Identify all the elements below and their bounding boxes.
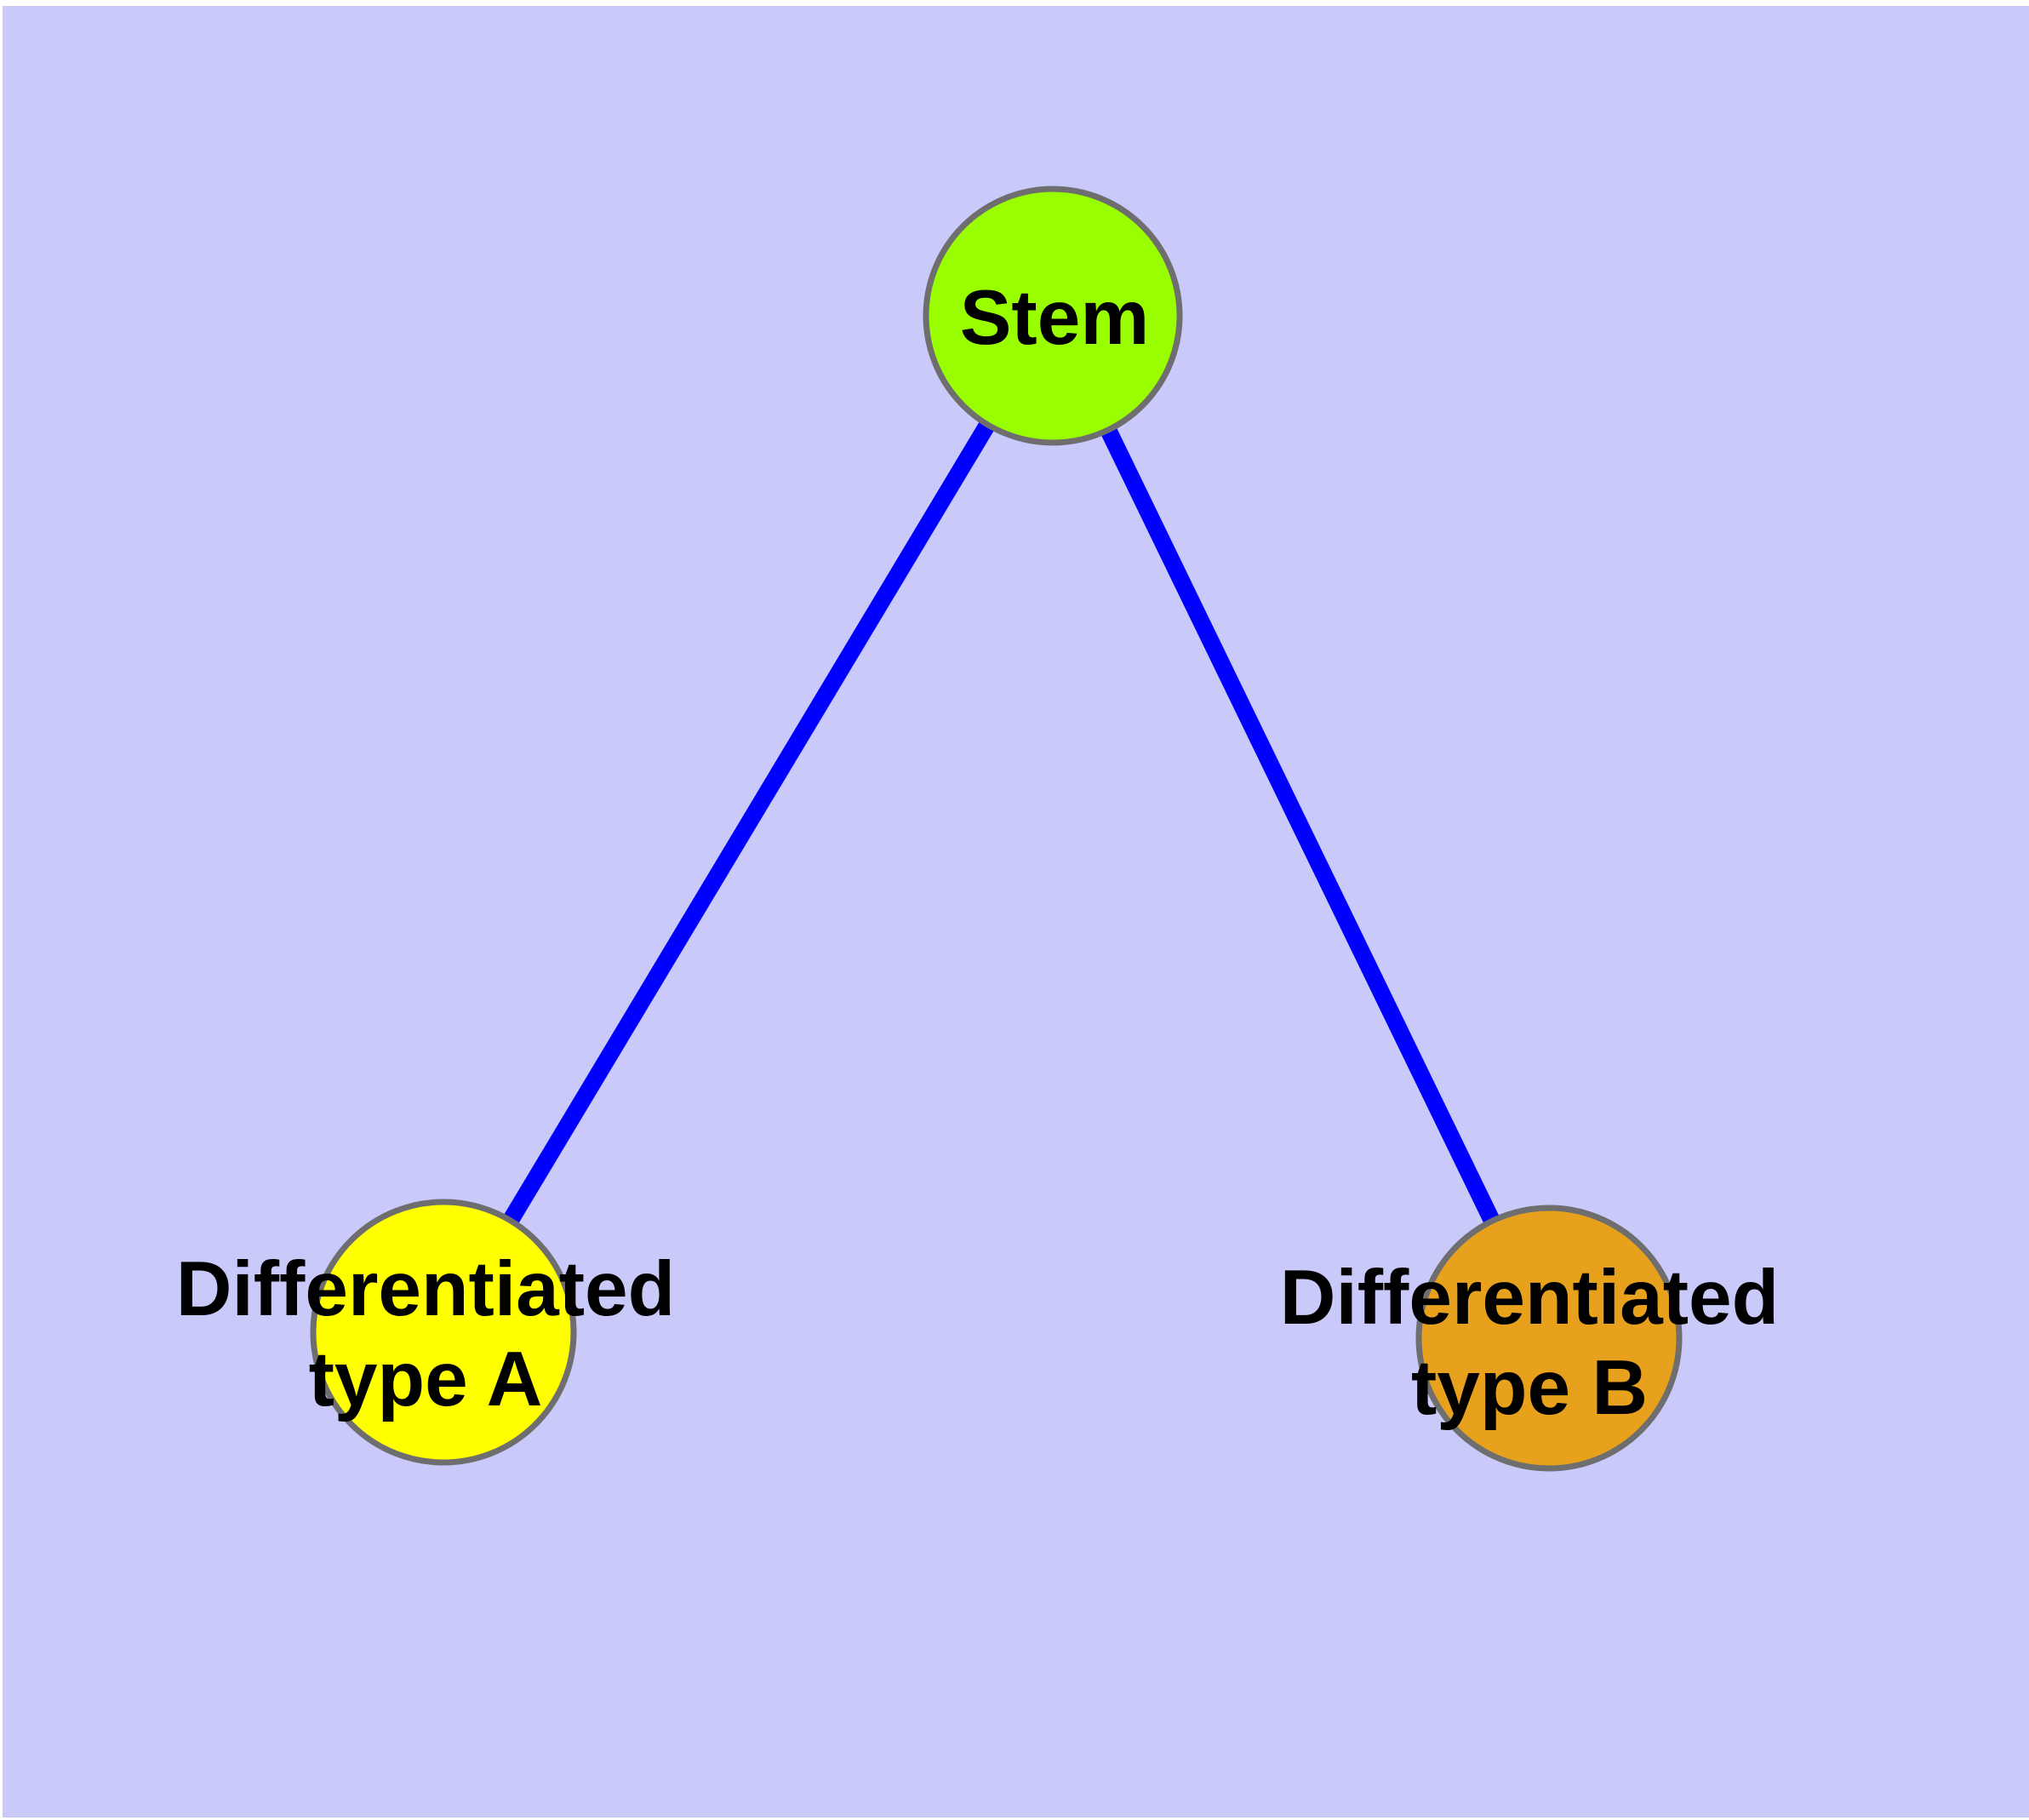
node-differentiated-type-a xyxy=(310,1199,577,1466)
edge-stem-to-differentiated-type-b xyxy=(1045,312,1557,1342)
edge-stem-to-differentiated-type-a xyxy=(436,311,1060,1337)
node-stem xyxy=(923,186,1183,446)
node-differentiated-type-b xyxy=(1415,1205,1683,1472)
